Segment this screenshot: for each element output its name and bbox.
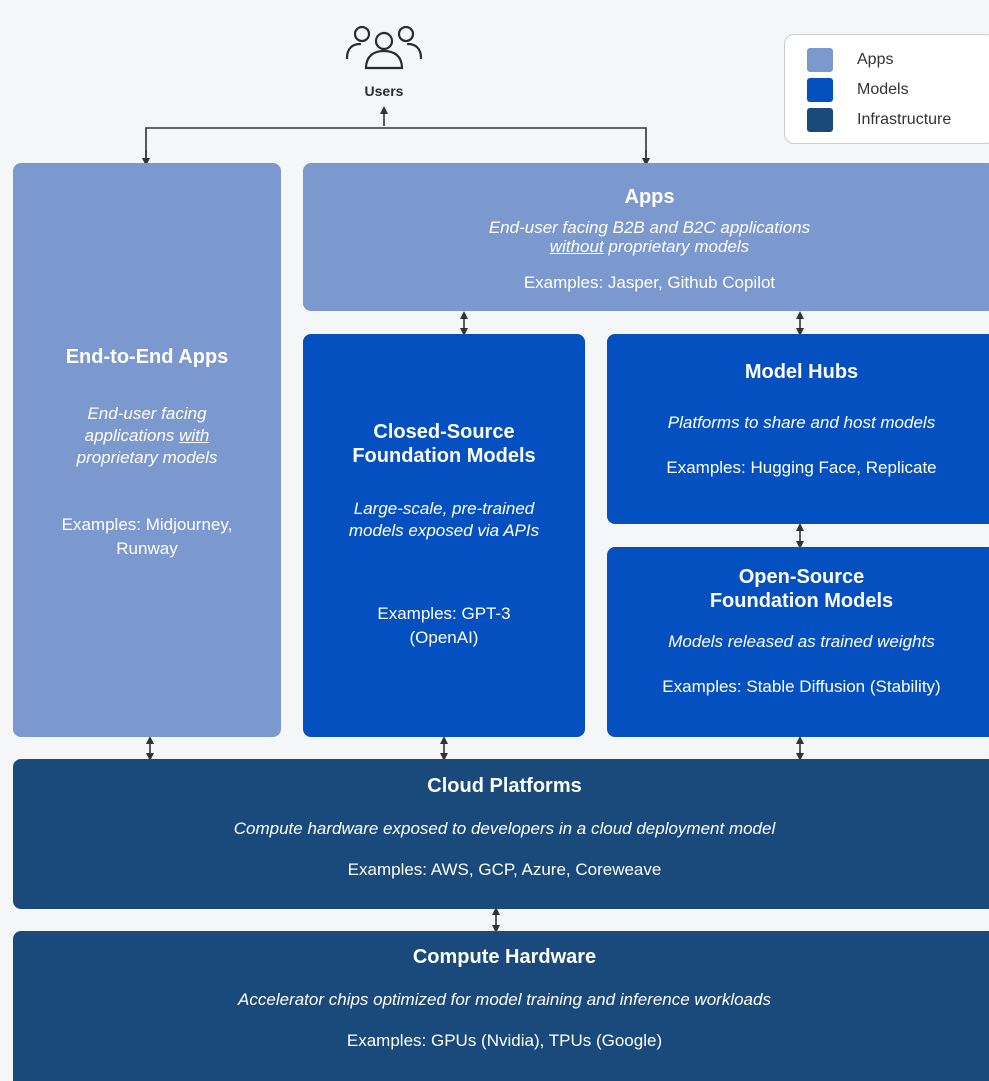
apps-examples: Examples: Jasper, Github Copilot [523, 273, 776, 292]
apps-title: Apps [624, 186, 675, 208]
end-to-end-apps-examples: Examples: Midjourney, Runway [61, 515, 233, 558]
users-label: Users [364, 83, 404, 99]
open-source-box: Open-Source Foundation Models Models rel… [607, 547, 989, 737]
apps-desc-line1: End-user facing B2B and B2C applications [488, 218, 811, 237]
closed-source-desc: Large-scale, pre-trained models exposed … [348, 499, 540, 540]
end-to-end-apps-title: End-to-End Apps [65, 346, 229, 368]
compute-hardware-examples: Examples: GPUs (Nvidia), TPUs (Google) [346, 1031, 663, 1050]
compute-hardware-desc: Accelerator chips optimized for model tr… [238, 990, 771, 1009]
model-hubs-box: Model Hubs Platforms to share and host m… [607, 334, 989, 524]
cloud-platforms-desc: Compute hardware exposed to developers i… [233, 819, 776, 838]
users-node: Users [338, 24, 430, 99]
legend-item-infrastructure: Infrastructure [807, 107, 951, 133]
legend-label-apps: Apps [857, 51, 894, 68]
apps-box: Apps End-user facing B2B and B2C applica… [303, 163, 989, 311]
open-source-title: Open-Source Foundation Models [709, 566, 894, 612]
users-connector-bar [145, 127, 647, 161]
users-icon [345, 25, 423, 70]
end-to-end-apps-desc: End-user facing applications with propri… [76, 404, 218, 467]
compute-hardware-title: Compute Hardware [412, 946, 597, 968]
open-source-examples: Examples: Stable Diffusion (Stability) [662, 677, 941, 696]
end-to-end-apps-box: End-to-End Apps End-user facing applicat… [13, 163, 281, 737]
legend-item-models: Models [807, 77, 909, 103]
legend-label-infrastructure: Infrastructure [857, 111, 952, 128]
legend-swatch-apps [807, 48, 833, 72]
compute-hardware-box: Compute Hardware Accelerator chips optim… [13, 931, 989, 1081]
closed-source-title: Closed-Source Foundation Models [352, 421, 536, 467]
legend-swatch-infrastructure [807, 108, 833, 132]
model-hubs-examples: Examples: Hugging Face, Replicate [666, 458, 937, 477]
model-hubs-desc: Platforms to share and host models [667, 413, 936, 432]
model-hubs-title: Model Hubs [744, 361, 859, 383]
cloud-platforms-title: Cloud Platforms [427, 775, 582, 797]
legend-label-models: Models [857, 81, 909, 98]
cloud-platforms-box: Cloud Platforms Compute hardware exposed… [13, 759, 989, 909]
closed-source-box: Closed-Source Foundation Models Large-sc… [303, 334, 585, 737]
apps-desc-line2: without proprietary models [549, 237, 750, 256]
closed-source-examples: Examples: GPT-3 (OpenAI) [377, 604, 511, 647]
legend: Apps Models Infrastructure [784, 34, 989, 144]
legend-swatch-models [807, 78, 833, 102]
cloud-platforms-examples: Examples: AWS, GCP, Azure, Coreweave [347, 860, 662, 879]
legend-item-apps: Apps [807, 47, 893, 73]
open-source-desc: Models released as trained weights [668, 632, 935, 651]
